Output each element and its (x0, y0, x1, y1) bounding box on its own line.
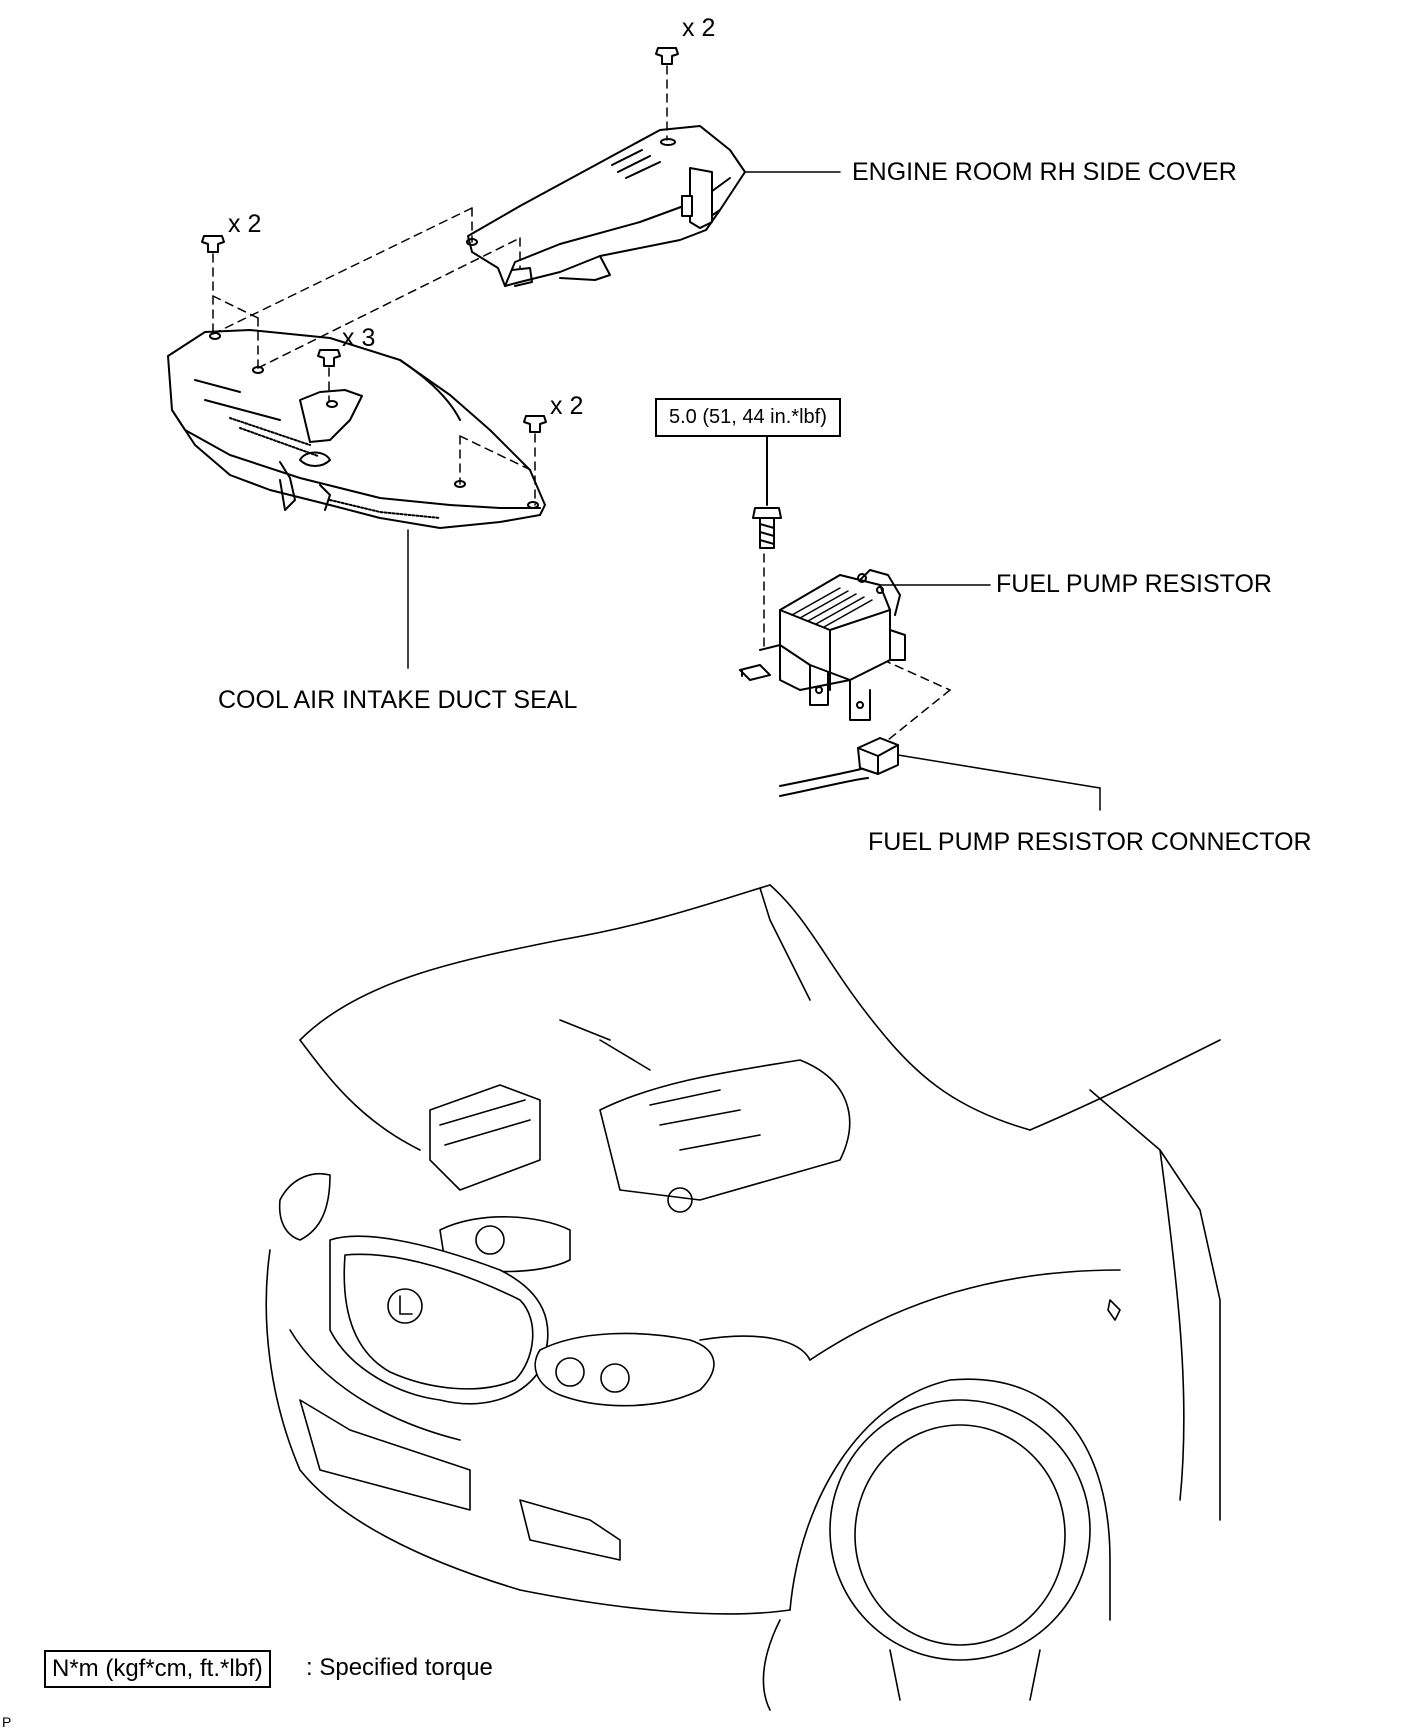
legend-torque-description: : Specified torque (306, 1654, 493, 1681)
fuel-pump-resistor-part (739, 569, 906, 721)
legend-torque-unit-box: N*m (kgf*cm, ft.*lbf) (44, 1650, 271, 1688)
label-fuel-pump-resistor-connector: FUEL PUMP RESISTOR CONNECTOR (868, 828, 1312, 856)
fuel-pump-resistor-connector-part (779, 737, 899, 797)
resistor-bolt-icon (752, 431, 782, 549)
car-front-illustration (265, 884, 1221, 1711)
leader-lines (407, 171, 1101, 811)
clip-quantity-center-seal: x 3 (342, 324, 376, 352)
alignment-dashed-lines (212, 65, 951, 741)
corner-mark: P (2, 1714, 12, 1730)
label-cool-air-intake-duct-seal: COOL AIR INTAKE DUCT SEAL (218, 686, 578, 714)
label-fuel-pump-resistor: FUEL PUMP RESISTOR (996, 570, 1272, 598)
clip-quantity-right-seal: x 2 (550, 392, 584, 420)
clip-quantity-left-seal: x 2 (228, 210, 262, 238)
torque-spec-resistor-bolt: 5.0 (51, 44 in.*lbf) (655, 398, 841, 437)
cool-air-intake-duct-seal-part (167, 329, 546, 529)
clip-quantity-top-cover: x 2 (682, 14, 716, 42)
label-engine-room-rh-side-cover: ENGINE ROOM RH SIDE COVER (852, 158, 1237, 186)
clip-icons (201, 47, 679, 433)
engine-room-rh-side-cover-part (466, 125, 746, 287)
